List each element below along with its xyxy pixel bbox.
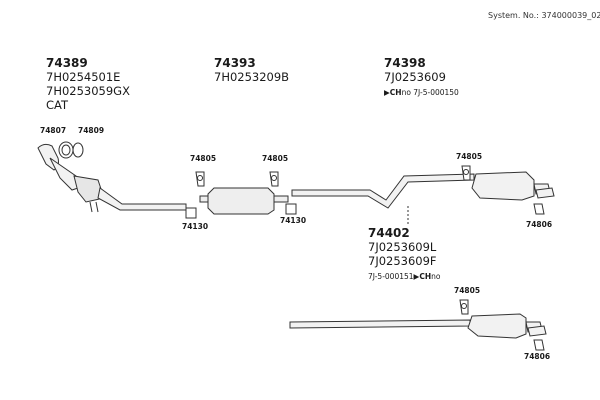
gasket-74807 — [58, 141, 74, 159]
ch-range-text: no 7J-5-000150 — [401, 88, 459, 97]
oem-code: 7H0253059GX — [46, 84, 130, 98]
ch-range-text: 7J-5-000151 — [368, 272, 414, 281]
oem-code: 7H0254501E — [46, 70, 121, 84]
bracket-74806-lower — [533, 339, 545, 351]
callout-74806: 74806 — [526, 220, 553, 229]
hanger-74805-rear-lower — [459, 299, 469, 315]
callout-74805: 74805 — [456, 152, 483, 161]
ch-suffix-text: no — [431, 272, 441, 281]
hanger-74805-rear-upper — [461, 165, 471, 181]
callout-74805: 74805 — [190, 154, 217, 163]
callout-74809: 74809 — [78, 126, 105, 135]
callout-74130: 74130 — [280, 216, 307, 225]
oem-code: 7J0253609 — [384, 70, 446, 84]
part-note: CAT — [46, 98, 69, 112]
part-number-74402: 74402 — [368, 226, 410, 240]
oem-code: 7J0253609L — [368, 240, 437, 254]
clamp-74130 — [185, 203, 297, 219]
rear-silencer-74402 — [289, 313, 547, 339]
ch-label: CH — [419, 272, 432, 281]
system-number: System. No.: 374000039_02 — [488, 11, 600, 20]
callout-74807: 74807 — [40, 126, 67, 135]
arrow-right-icon: ▶ — [384, 88, 390, 97]
part-number-74393: 74393 — [214, 56, 256, 70]
callout-74805: 74805 — [454, 286, 481, 295]
callout-74806: 74806 — [524, 352, 551, 361]
part-number-74398: 74398 — [384, 56, 426, 70]
arrow-right-icon: ▶ — [413, 272, 420, 281]
hanger-74805-left — [195, 171, 279, 187]
part-number-74389: 74389 — [46, 56, 88, 70]
oem-code: 7H0253209B — [214, 70, 290, 84]
rear-silencer-74398 — [291, 171, 555, 209]
center-silencer — [199, 187, 289, 215]
callout-74805: 74805 — [262, 154, 289, 163]
chassis-range: ▶CHno 7J-5-000150 — [384, 88, 459, 97]
bracket-74806-upper — [533, 203, 545, 215]
ch-label: CH — [389, 88, 402, 97]
front-pipe-catalyst — [37, 143, 187, 213]
callout-74130: 74130 — [182, 222, 209, 231]
chassis-range: 7J-5-000151▶CHno — [368, 272, 440, 281]
clamp-74809 — [72, 142, 84, 158]
oem-code: 7J0253609F — [368, 254, 437, 268]
